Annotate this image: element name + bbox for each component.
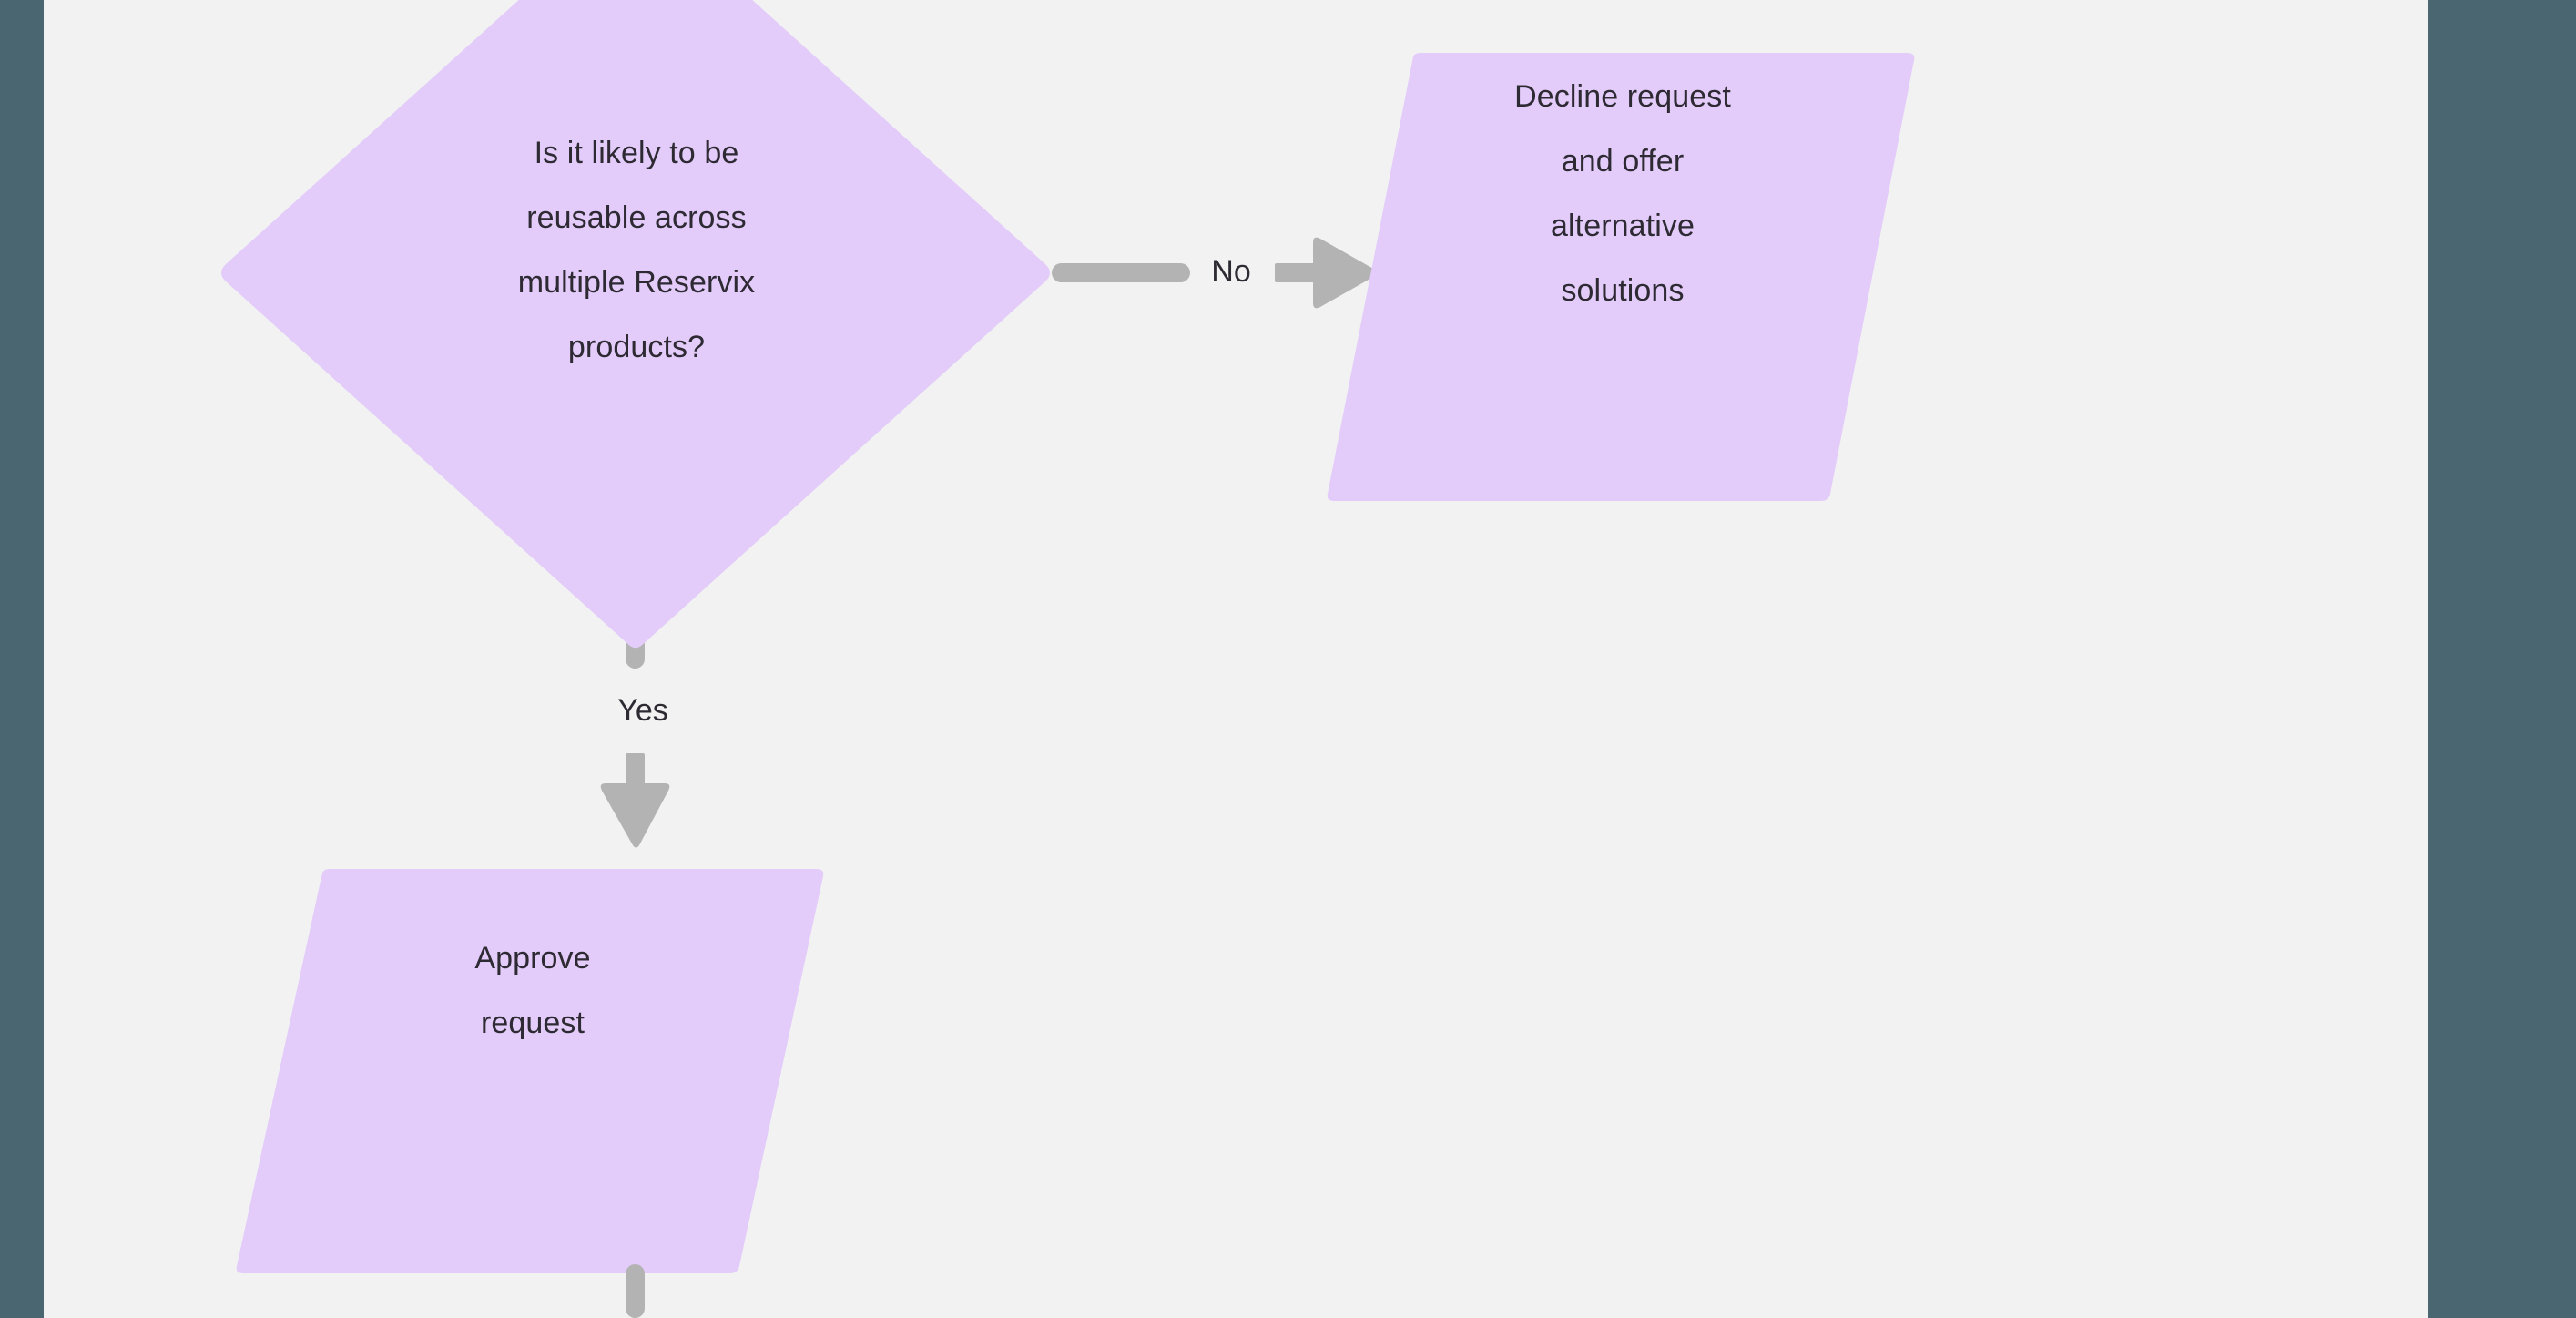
diagram-shapes (221, 0, 1915, 1318)
edge-continue[interactable] (626, 1264, 645, 1318)
edge-label-yes: Yes (617, 693, 668, 728)
node-decline-shape[interactable] (1327, 53, 1915, 501)
edge-no-line-left (1052, 263, 1190, 282)
left-chrome-rail (0, 0, 44, 1318)
node-decision-diamond[interactable] (221, 0, 1050, 649)
edge-label-no: No (1211, 254, 1251, 289)
edge-no-arrowhead (1313, 237, 1378, 309)
edge-yes-line-lower (626, 753, 645, 790)
diagram-canvas[interactable]: Is it likely to be reusable across multi… (44, 0, 2428, 1318)
right-chrome-rail (2428, 0, 2576, 1318)
edge-yes-arrowhead (600, 783, 670, 848)
edge-continue-line (626, 1264, 645, 1318)
node-approve-shape[interactable] (236, 869, 824, 1273)
edge-no[interactable] (1052, 237, 1378, 309)
